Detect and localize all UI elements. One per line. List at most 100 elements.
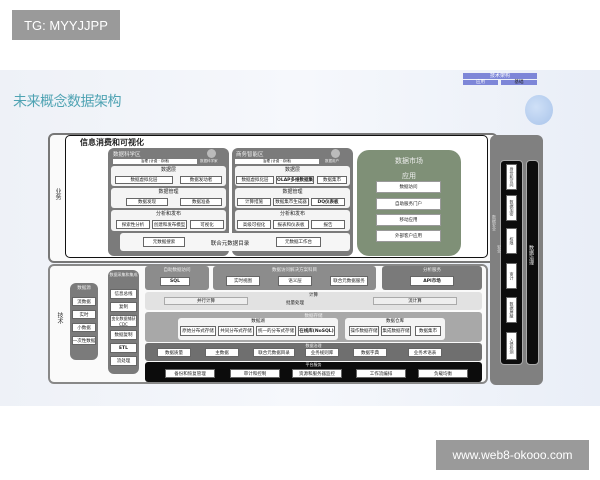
ingest-box: 复制 [110, 302, 137, 312]
ingest-box: ETL [110, 343, 137, 353]
access-box: 联合元数据服务 [330, 276, 368, 286]
user-label: 数据用户 [325, 159, 339, 163]
module-box: 数据集市 [317, 176, 347, 184]
watermark-top: TG: MYYJJPP [12, 10, 120, 40]
platform-box: 审计和控制 [230, 369, 280, 378]
module-box: 数据发动者 [180, 176, 222, 184]
user-icon [207, 149, 216, 158]
module-box: 创建和发布模型 [152, 220, 187, 229]
tech-label: 技术 [56, 312, 63, 324]
platform-box: 备份和恢复管理 [165, 369, 215, 378]
sql-box: SQL [160, 277, 190, 286]
section-title: 分析和发布 [279, 211, 305, 217]
source-box: 流数据 [72, 297, 96, 306]
governance-box: 联合元数据目录 [253, 348, 295, 357]
section-title: 数据层 [160, 167, 176, 173]
access-box: 实时视图 [226, 276, 260, 286]
storage-box: 操作数据存储 [349, 326, 379, 336]
governance-box: 数据字典 [353, 348, 387, 357]
ingest-box: 信息总线 [110, 289, 137, 299]
compute-title: 计算 [309, 293, 318, 298]
section-title: 分析和发布 [155, 211, 181, 217]
data-sources [70, 283, 98, 360]
platform-box: 负载均衡 [418, 369, 468, 378]
data-science-title: 数据科学区 [113, 152, 141, 158]
ingest-title: 数据采集和集成 [109, 272, 138, 277]
compute-box: 并行计算 [164, 297, 248, 305]
storage-box: 原始分布式存储 [180, 326, 216, 336]
legend-title: 技术架构 [463, 73, 537, 79]
warehouse-title: 数据仓库 [386, 319, 404, 324]
source-box: 一次性数据 [72, 336, 96, 345]
security-box: 数据屏蔽 [506, 297, 517, 323]
security-title: 数据安全 [492, 215, 497, 231]
user-icon [331, 149, 340, 158]
user-label: 数据科学家 [200, 159, 218, 163]
metadata-catalog: 联合元数据目录 [210, 241, 250, 247]
section-title: 数据管理 [282, 189, 303, 195]
module-box: 报告 [311, 220, 345, 229]
legend-item: 应用 [463, 80, 498, 85]
module-box: 数据虚拟化层 [236, 176, 274, 184]
module-box: 可视化 [190, 220, 224, 229]
security-box: 身份和访问 [506, 164, 517, 190]
module-box: 数据集市生成器 [273, 198, 309, 206]
compute [145, 292, 482, 310]
market-title: 数据市场 [395, 157, 423, 165]
module-box: 计算措施 [237, 198, 271, 206]
app-box: 数据访问 [376, 181, 441, 193]
compute-box: 批量处理 [286, 301, 304, 306]
security-subtitle: 安全 [497, 245, 502, 253]
section-title: 数据管理 [158, 189, 179, 195]
self-access-title: 自助数据访问 [163, 268, 191, 273]
governance-box: 数据质量 [157, 348, 191, 357]
storage-title: 数据存储 [304, 314, 323, 319]
source-box: 实时 [72, 310, 96, 319]
decorative-circle [525, 95, 553, 125]
module-box: 报表和仪表板 [273, 220, 309, 229]
governance-bar-vertical [526, 160, 539, 365]
ingest-box: 变化数据捕获CDC [110, 315, 137, 327]
bi-title: 商务智能区 [236, 152, 264, 158]
api-box: API市场 [410, 276, 454, 286]
security-box: 权限 [506, 228, 517, 254]
access-box: 语义层 [278, 276, 312, 286]
module-box: OLAP多维数据集 [276, 176, 314, 184]
business-label: 业务 [54, 188, 61, 200]
ingest-box: 流处理 [110, 356, 137, 366]
metadata-search: 元数据搜索 [143, 237, 185, 247]
governance-box: 主数据 [205, 348, 239, 357]
watermark-bottom: www.web8-okooo.com [436, 440, 589, 470]
legend: 技术架构 应用 基础 [463, 73, 537, 91]
storage-box: 共同分布式存储 [218, 326, 254, 336]
security-box: 数据加密 [506, 195, 517, 221]
security-box: 入侵检测 [506, 332, 517, 360]
ingest-box: 数据复制 [110, 330, 137, 340]
storage-box: 在线库(NoSQL) [298, 326, 335, 336]
consumption-heading: 信息消费和可视化 [80, 138, 144, 147]
page-title: 未来概念数据架构 [13, 94, 122, 110]
app-box: 移动应用 [376, 214, 441, 226]
legend-item: 基础 [501, 80, 537, 85]
platform-title: 平台服务 [305, 362, 322, 367]
module-box: 高级可视化 [237, 220, 271, 229]
app-box: 自助服务门户 [376, 198, 441, 210]
governance-box: 业务术语表 [408, 348, 442, 357]
security-bar [500, 160, 523, 365]
access-title: 数据访问解决方案科目 [272, 268, 317, 273]
module-box: 数据虚拟化层 [115, 176, 173, 184]
governance-bar: 治理 (计费 · 存储) [113, 159, 197, 164]
section-title: 数据层 [284, 167, 300, 173]
storage-box: 数据集市 [415, 326, 441, 336]
security-box: 审计 [506, 263, 517, 289]
storage-box: 统一的分布式存储 [256, 326, 296, 336]
app-box: 外部客户应用 [376, 230, 441, 242]
module-box: 数据发现 [126, 198, 168, 206]
analytics-title: 分析服务 [423, 268, 441, 273]
module-box: 数据准备 [180, 198, 222, 206]
platform-box: 资源和服务器监控 [292, 369, 342, 378]
module-box: 探索性分析 [116, 220, 150, 229]
governance-bar: 治理 (计费 · 存储) [235, 159, 319, 164]
metadata-workbench: 元数据工作台 [276, 237, 321, 247]
governance-vertical-label: 数据治理 [528, 245, 534, 265]
